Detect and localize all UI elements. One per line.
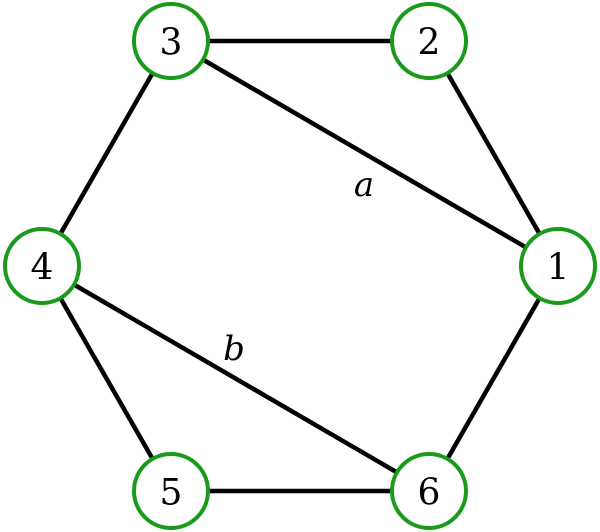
node-3-circle: [132, 2, 210, 80]
node-6: 6: [390, 452, 468, 530]
node-5-circle: [132, 452, 210, 530]
edge-3-1: [169, 39, 560, 268]
node-1-label: 1: [547, 248, 570, 289]
node-2-circle: [390, 2, 468, 80]
edges: [40, 38, 560, 494]
edge-4-5: [40, 264, 173, 493]
edge-label-a: a: [354, 165, 374, 205]
node-4-circle: [3, 227, 81, 305]
edge-labels: a b: [223, 165, 374, 369]
node-3: 3: [132, 2, 210, 80]
node-1: 1: [519, 227, 597, 305]
node-6-circle: [390, 452, 468, 530]
edge-4-6: [40, 264, 431, 493]
edge-2-1: [427, 39, 560, 268]
edge-6-1: [427, 264, 560, 493]
node-4-label: 4: [31, 248, 54, 289]
node-3-label: 3: [160, 23, 183, 64]
node-5-label: 5: [160, 473, 183, 514]
node-5: 5: [132, 452, 210, 530]
node-2-label: 2: [418, 23, 441, 64]
node-1-circle: [519, 227, 597, 305]
node-4: 4: [3, 227, 81, 305]
node-6-label: 6: [418, 473, 441, 514]
edge-label-b: b: [223, 329, 245, 369]
edge-3-4: [40, 39, 173, 268]
node-2: 2: [390, 2, 468, 80]
nodes: 1 2 3 4 5 6: [3, 2, 597, 530]
